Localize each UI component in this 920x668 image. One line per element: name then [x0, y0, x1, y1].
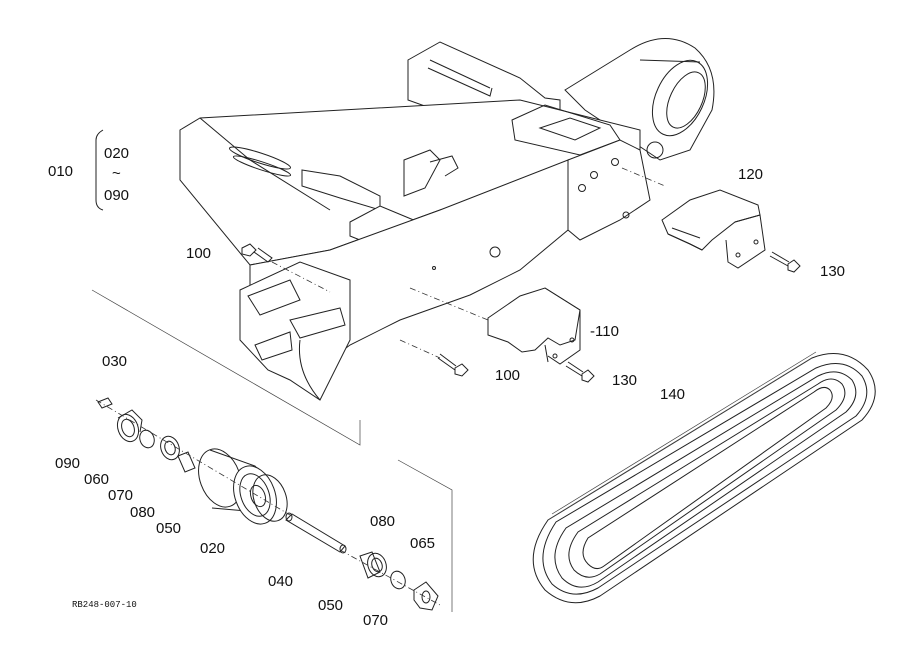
group-brace-010: [95, 129, 104, 211]
label-130-lower: 130: [612, 372, 637, 389]
roller-components: [95, 397, 441, 611]
reference-code: RB248-007-10: [72, 600, 137, 610]
label-020-range-start: 020: [104, 145, 129, 162]
label-100-lower: 100: [495, 367, 520, 384]
label-090: 090: [55, 455, 80, 472]
label-040: 040: [268, 573, 293, 590]
track-frame: [179, 38, 715, 401]
label-030: 030: [102, 353, 127, 370]
assembly-leader-1: [409, 287, 489, 321]
bolt-130-lower: [565, 361, 595, 383]
label-070-left: 070: [108, 487, 133, 504]
label-050-right: 050: [318, 597, 343, 614]
bolt-100-upper: [241, 243, 331, 293]
bolt-100-lower: [399, 339, 469, 377]
section-line-1: [91, 289, 361, 446]
label-080-left: 080: [130, 504, 155, 521]
rubber-track-140: [532, 351, 876, 604]
label-090-range-end: 090: [104, 187, 129, 204]
label-140: 140: [660, 386, 685, 403]
label-020: 020: [200, 540, 225, 557]
label-050-left: 050: [156, 520, 181, 537]
bolt-130-upper: [769, 251, 801, 273]
label-065: 065: [410, 535, 435, 552]
label-010: 010: [48, 163, 73, 180]
bracket-110: [487, 287, 581, 365]
label-080-right: 080: [370, 513, 395, 530]
label-130-upper: 130: [820, 263, 845, 280]
label-100-upper: 100: [186, 245, 211, 262]
label-120: 120: [738, 166, 763, 183]
bracket-120: [661, 189, 766, 269]
label-070-right: 070: [363, 612, 388, 629]
label-range-tilde: ~: [112, 165, 121, 182]
label-110: -110: [590, 323, 619, 340]
section-line-2: [397, 459, 453, 612]
label-060: 060: [84, 471, 109, 488]
